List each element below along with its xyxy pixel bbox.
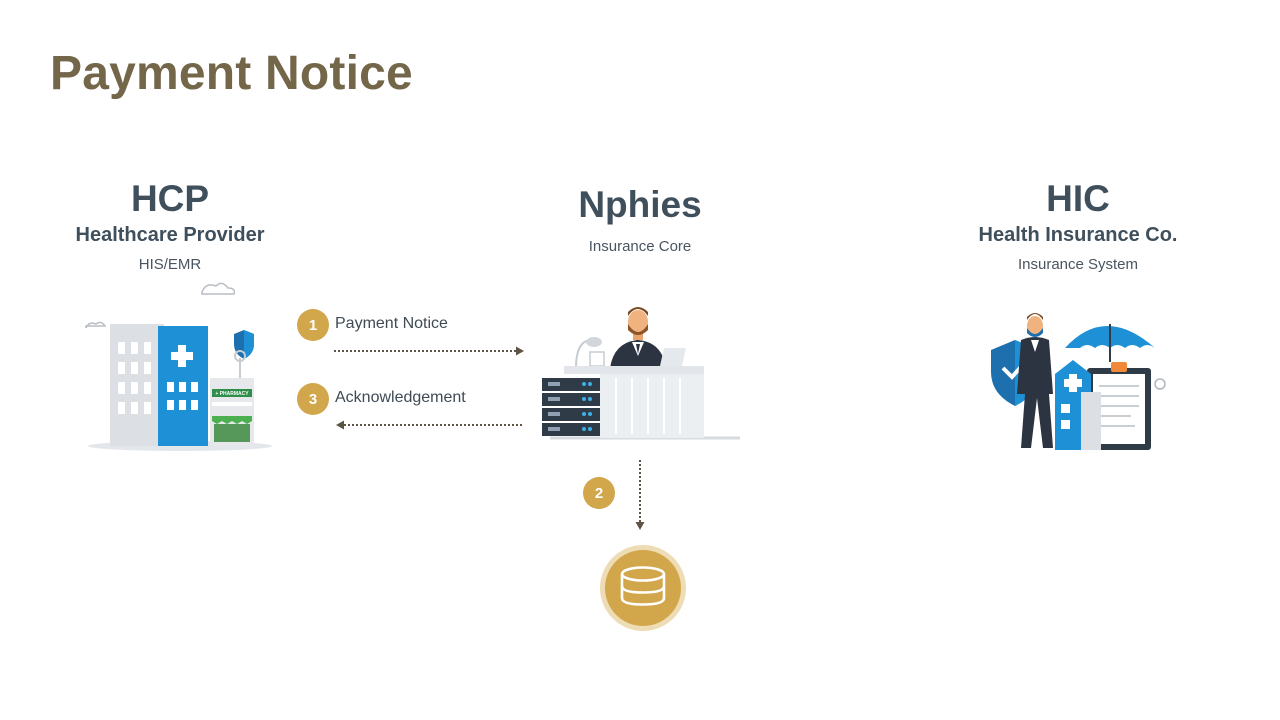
server-agent-icon [540, 302, 745, 447]
page-title: Payment Notice [50, 47, 413, 100]
hic-abbr: HIC [1046, 178, 1110, 219]
pharmacy-sign: + PHARMACY [215, 391, 249, 397]
step-2-badge: 2 [583, 477, 615, 509]
insurance-agent-icon [985, 310, 1175, 455]
step-3-badge: 3 [297, 383, 329, 415]
step-1-badge: 1 [297, 309, 329, 341]
hic-system: Insurance System [1017, 256, 1139, 273]
hcp-name: Healthcare Provider [75, 224, 265, 246]
nphies-system: Insurance Core [588, 238, 692, 255]
arrow-hcp-to-nphies [334, 345, 526, 357]
database-icon [598, 543, 688, 633]
nphies-abbr: Nphies [578, 184, 702, 225]
hospital-building-icon: + PHARMACY [80, 278, 280, 458]
hcp-abbr: HCP [130, 178, 210, 219]
step-3-label: Acknowledgement [335, 389, 466, 406]
arrow-nphies-to-hcp [334, 419, 526, 431]
nphies-header: Nphies Insurance Core [510, 184, 770, 255]
hcp-header: HCP Healthcare Provider HIS/EMR [40, 178, 300, 273]
hic-name: Health Insurance Co. [978, 224, 1178, 246]
step-1-label: Payment Notice [335, 315, 448, 332]
hcp-system: HIS/EMR [138, 256, 202, 273]
hic-header: HIC Health Insurance Co. Insurance Syste… [948, 178, 1208, 273]
arrow-nphies-to-database [633, 460, 647, 532]
